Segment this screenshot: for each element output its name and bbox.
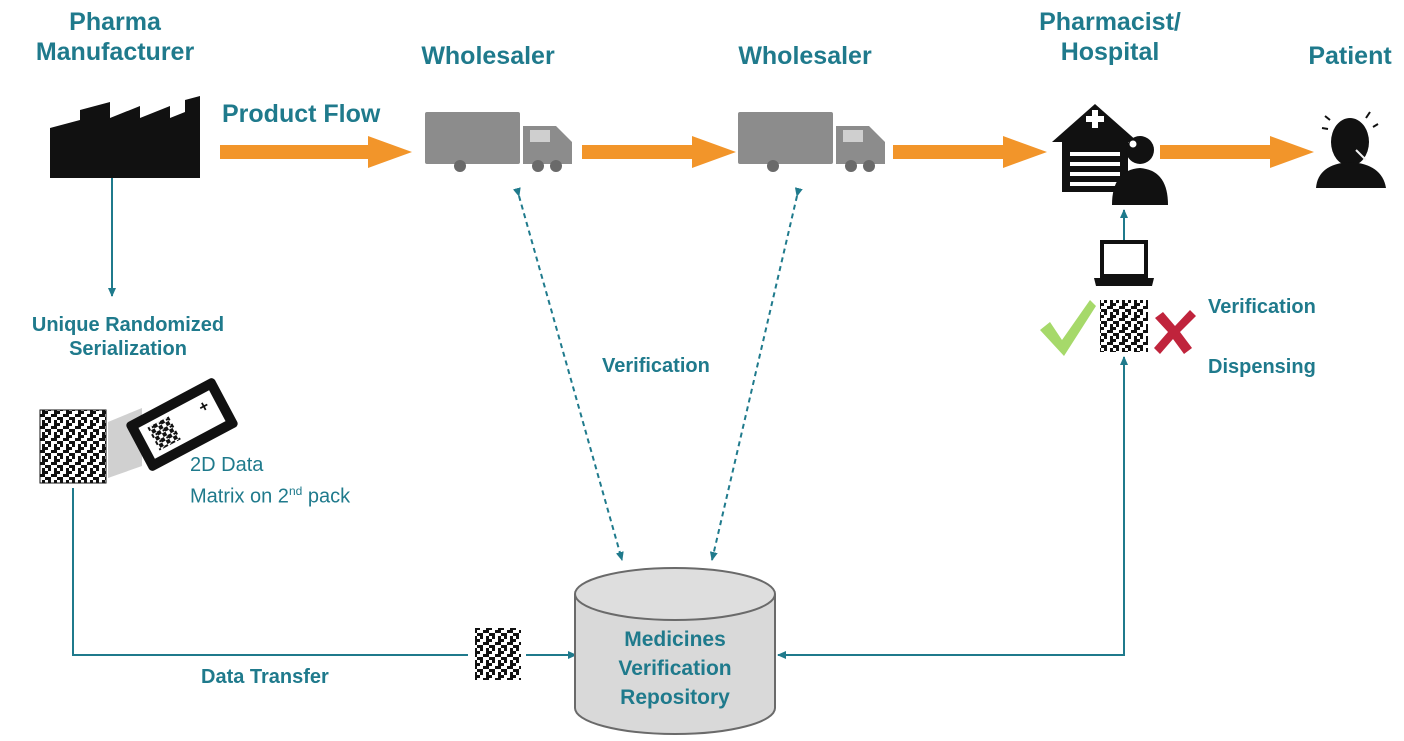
product-flow-label: Product Flow [222,100,381,128]
manufacturer-label: Pharma Manufacturer [35,8,195,66]
pharmacist-label: Pharmacist/ Hospital [1039,8,1181,66]
wholesaler-2-label: Wholesaler [738,42,872,70]
database-icon [574,567,776,735]
arrow-wholesaler-to-wholesaler [582,136,736,168]
data-matrix-caption: 2D Data Matrix on 2nd pack [190,454,351,508]
laptop-icon [1094,240,1154,286]
pack-icon: + [108,378,238,478]
truck-icon [738,112,885,172]
factory-icon [50,96,200,178]
patient-icon [1316,111,1386,188]
arrow-manufacturer-to-wholesaler [220,136,412,168]
verification-right-label: Verification [1208,296,1316,318]
qr-code-icon [39,409,107,484]
doctor-icon [1112,136,1168,205]
serialization-label: Unique Randomized Serialization [31,314,225,360]
verification-dashed-arrows [512,187,803,561]
arrow-pharmacy-to-patient [1160,136,1314,168]
check-icon [1040,300,1096,356]
patient-label: Patient [1308,42,1392,70]
product-flow-arrows [220,136,1314,168]
truck-icon [425,112,572,172]
pharmacy-return-line [777,363,1125,659]
pharmacy-icon [1052,104,1138,192]
dispensing-label: Dispensing [1208,356,1316,378]
cross-icon [1154,310,1196,354]
data-transfer-line [72,488,577,659]
wholesaler-1-label: Wholesaler [421,42,555,70]
repository-label: Medicines Verification Repository [618,628,732,709]
arrow-wholesaler-to-pharmacy [893,136,1047,168]
verification-center-label: Verification [602,355,710,377]
qr-code-icon [475,628,521,680]
data-transfer-label: Data Transfer [201,666,329,688]
qr-code-icon [1100,300,1148,352]
